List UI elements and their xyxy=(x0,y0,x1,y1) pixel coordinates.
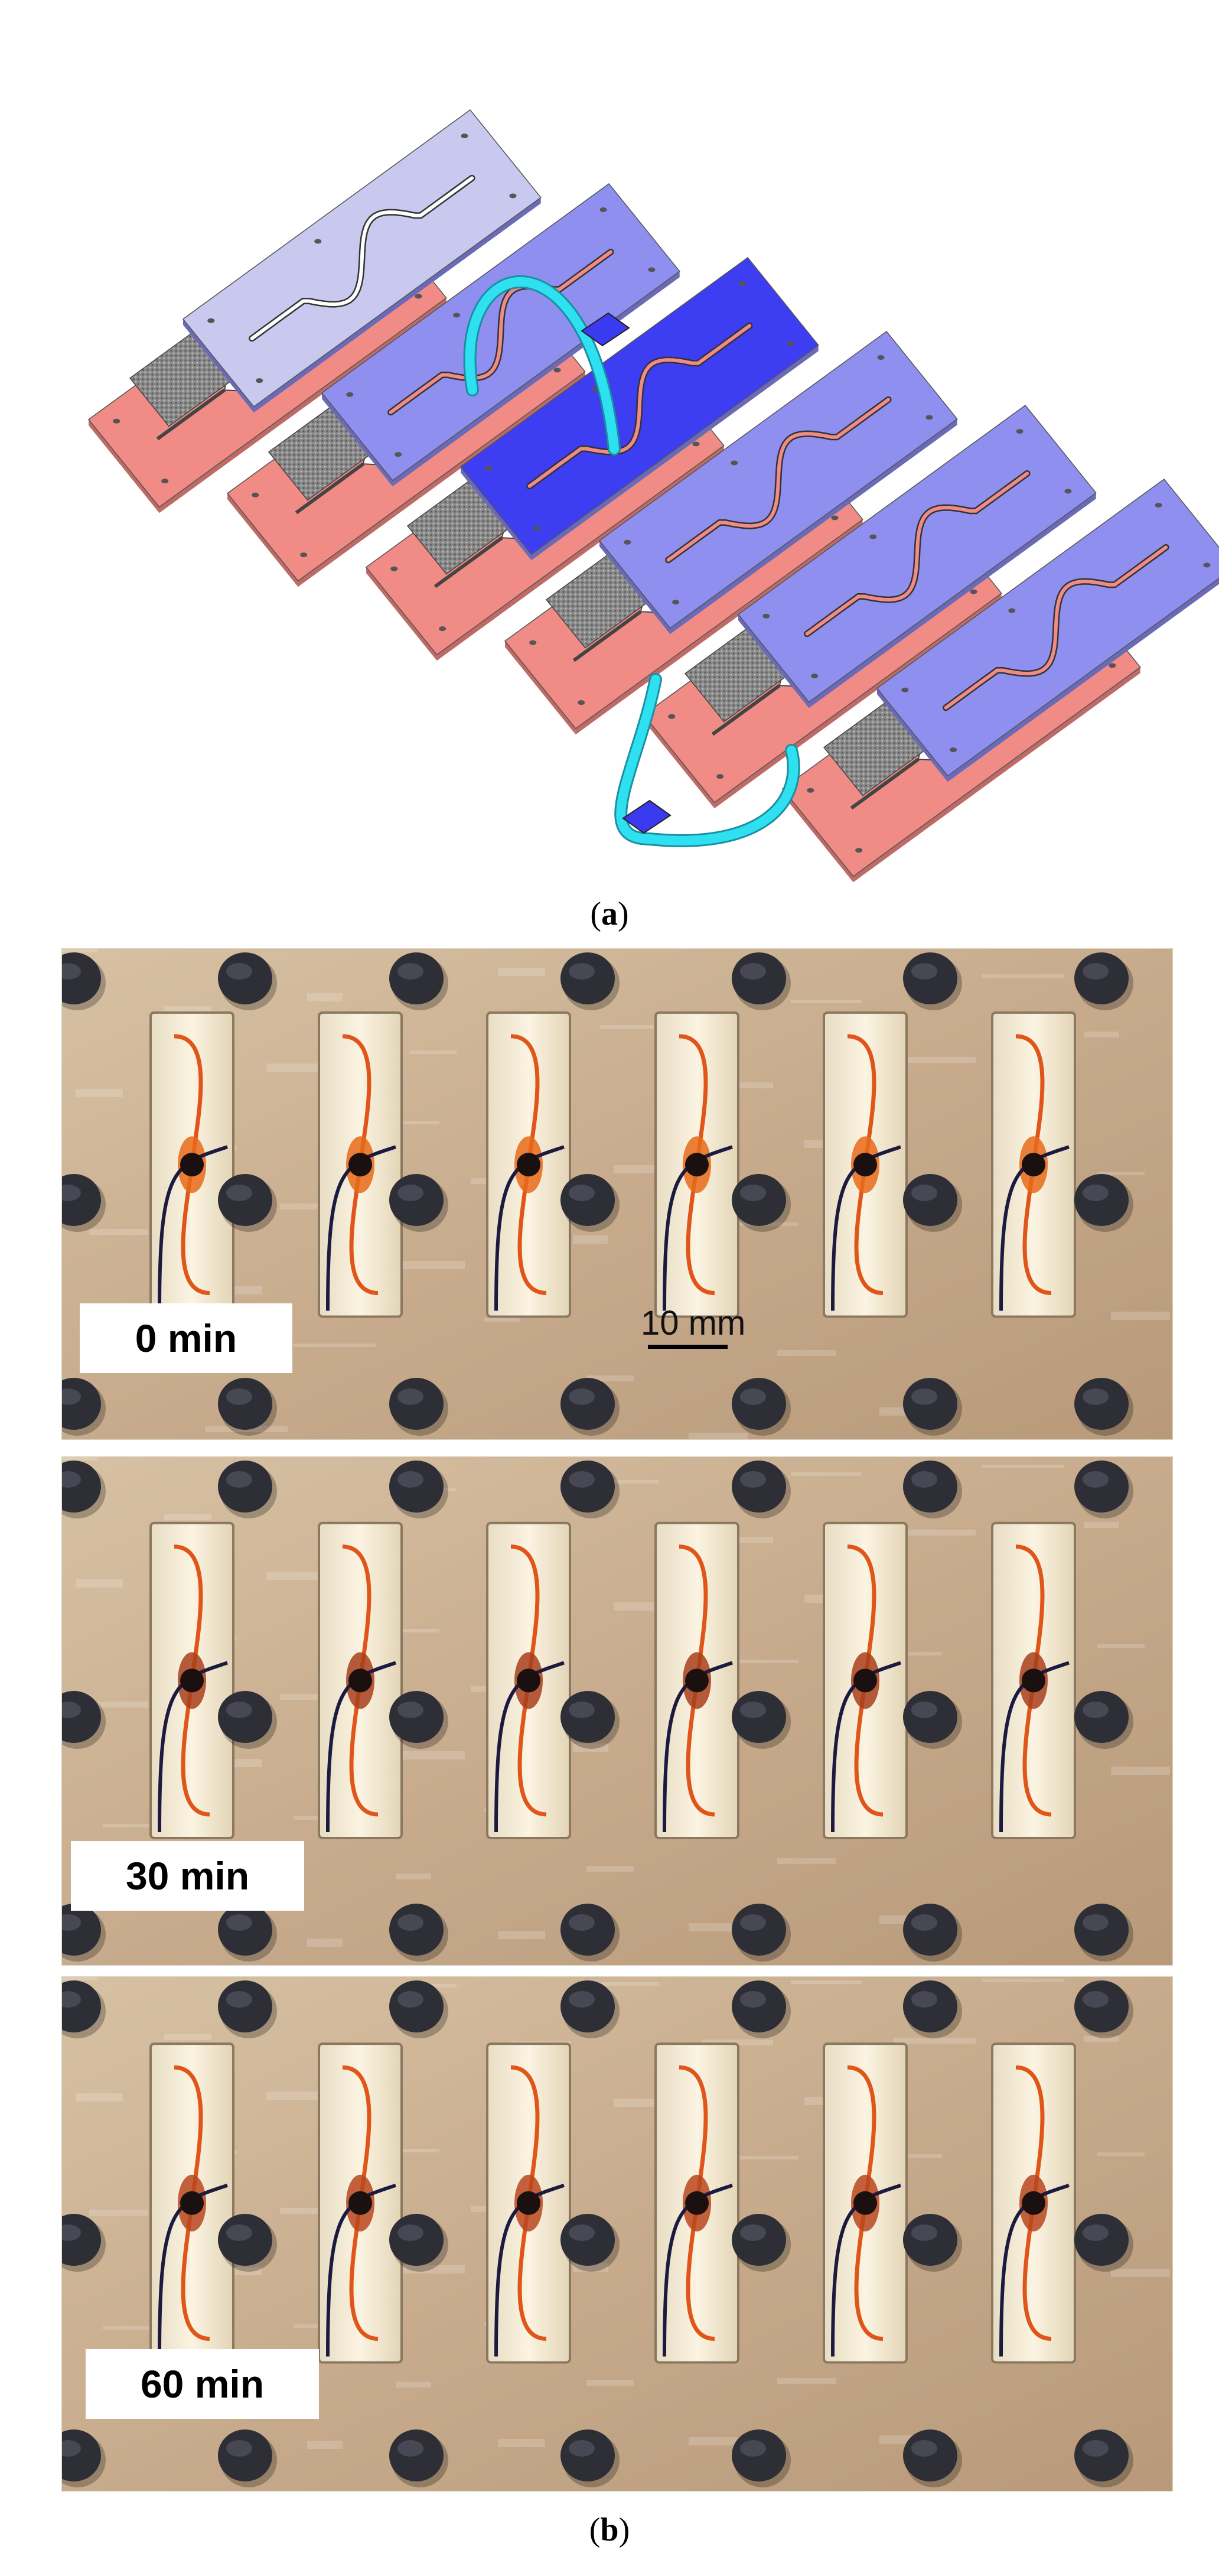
scale-bar-label: 10 mm xyxy=(641,1304,746,1342)
electrode-wire xyxy=(158,1145,228,1311)
chip-well xyxy=(991,1521,1076,1840)
blue-top-layer xyxy=(598,330,958,635)
electrode-wire xyxy=(663,1145,733,1311)
device-plate-photo xyxy=(62,1977,1172,2491)
chip-well xyxy=(654,1521,739,1840)
electrode-wire xyxy=(999,2183,1070,2357)
electrode xyxy=(348,1153,372,1177)
panel-a-schematic xyxy=(0,0,1219,886)
electrode-wire xyxy=(326,1145,396,1311)
chip-well xyxy=(486,1521,571,1840)
time-label: 0 min xyxy=(80,1303,292,1373)
electrode-wire xyxy=(831,1661,901,1833)
chip-well xyxy=(991,2042,1076,2364)
electrode-wire xyxy=(326,1661,396,1833)
electrode-wire xyxy=(831,2183,901,2357)
electrode xyxy=(853,1153,877,1177)
electrode xyxy=(517,1668,540,1693)
chip-well xyxy=(823,2042,908,2364)
chip-well xyxy=(149,1521,234,1840)
scale-bar-line xyxy=(648,1345,728,1349)
blue-top-layer xyxy=(737,404,1097,708)
chip-well xyxy=(149,1011,234,1318)
blue-top-layer xyxy=(876,478,1219,782)
electrode xyxy=(685,1153,709,1177)
chip-well xyxy=(318,1521,403,1840)
electrode-wire xyxy=(831,1145,901,1311)
chip-well xyxy=(654,1011,739,1318)
electrode-wire xyxy=(663,1661,733,1833)
chip-well xyxy=(654,2042,739,2364)
chip-well xyxy=(318,2042,403,2364)
chip-well xyxy=(823,1521,908,1840)
chip-well xyxy=(149,2042,234,2364)
chip-well xyxy=(318,1011,403,1318)
electrode-wire xyxy=(494,1661,565,1833)
electrode xyxy=(1022,1668,1045,1693)
electrode xyxy=(853,2191,877,2215)
electrode xyxy=(348,1668,372,1693)
electrode-wire xyxy=(158,1661,228,1833)
electrode-wire xyxy=(663,2183,733,2357)
chip-well xyxy=(991,1011,1076,1318)
electrode xyxy=(348,2191,372,2215)
electrode xyxy=(1022,2191,1045,2215)
electrode xyxy=(685,2191,709,2215)
panel-a-caption: (a) xyxy=(590,896,629,932)
electrode xyxy=(1022,1153,1045,1177)
panel-b-caption: (b) xyxy=(589,2512,630,2548)
electrode xyxy=(180,1153,204,1177)
electrode-wire xyxy=(158,2183,228,2357)
electrode-wire xyxy=(326,2183,396,2357)
photo-60-min: 60 min xyxy=(61,1976,1173,2492)
electrode xyxy=(180,1668,204,1693)
time-label: 60 min xyxy=(86,2349,319,2419)
photo-0-min: 0 min 10 mm xyxy=(61,948,1173,1440)
electrode-wire xyxy=(494,1145,565,1311)
electrode xyxy=(517,1153,540,1177)
electrode xyxy=(685,1668,709,1693)
tube-connector xyxy=(622,799,672,834)
blue-top-layer xyxy=(182,109,542,413)
electrode xyxy=(517,2191,540,2215)
photo-30-min: 30 min xyxy=(61,1456,1173,1966)
electrode-wire xyxy=(494,2183,565,2357)
tube-connector xyxy=(581,312,630,347)
chip-well xyxy=(823,1011,908,1318)
blue-top-layer xyxy=(459,256,819,561)
electrode-wire xyxy=(999,1661,1070,1833)
electrode xyxy=(180,2191,204,2215)
time-label: 30 min xyxy=(71,1841,304,1911)
electrode-wire xyxy=(999,1145,1070,1311)
chip-well xyxy=(486,1011,571,1318)
electrode xyxy=(853,1668,877,1693)
exploded-chip-schematic xyxy=(87,109,1219,883)
chip-well xyxy=(486,2042,571,2364)
